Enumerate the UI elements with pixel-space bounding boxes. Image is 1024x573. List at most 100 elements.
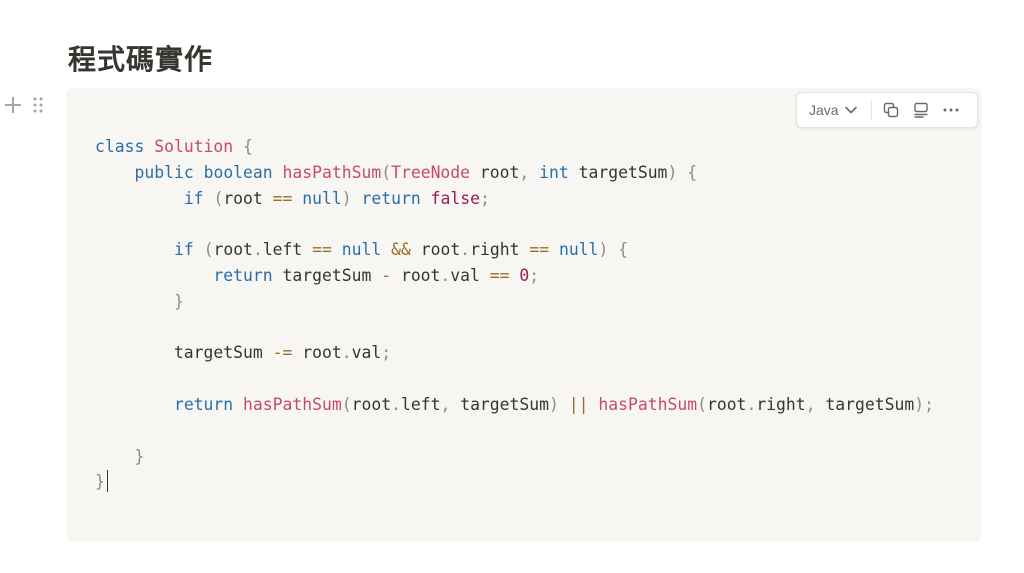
code-token (510, 266, 520, 285)
code-token (381, 240, 391, 259)
code-token (194, 240, 204, 259)
code-token: null (341, 240, 382, 260)
code-token: return (361, 188, 421, 208)
caption-button[interactable] (909, 98, 933, 122)
code-token (204, 189, 214, 208)
code-token (95, 266, 213, 285)
code-token: == (489, 265, 510, 285)
code-token: && (391, 240, 411, 260)
toolbar-divider (870, 100, 872, 120)
code-line: public boolean hasPathSum(TreeNode root,… (95, 160, 953, 186)
code-token: ) (914, 394, 925, 414)
code-token: boolean (203, 162, 273, 182)
code-token (292, 189, 302, 208)
code-token: == (272, 188, 293, 208)
code-token: ) (341, 188, 352, 208)
code-token: } (134, 446, 145, 466)
language-select[interactable]: Java (805, 98, 861, 122)
code-token: root (410, 240, 461, 260)
code-token: root (391, 265, 441, 285)
code-token: - (381, 265, 392, 285)
chevron-down-icon (844, 106, 857, 114)
code-token: left (400, 394, 441, 414)
code-token: . (460, 240, 471, 260)
code-token: == (529, 240, 550, 260)
code-token: root (223, 188, 273, 208)
language-label: Java (809, 102, 839, 118)
code-token: targetSum (450, 394, 550, 414)
code-token: public (134, 162, 194, 182)
code-token: , (519, 162, 530, 182)
drag-handle-icon[interactable] (32, 96, 44, 114)
code-token: } (173, 291, 184, 311)
code-token: return (213, 265, 273, 285)
code-token (589, 395, 599, 414)
code-token (95, 395, 174, 414)
code-token: ( (341, 394, 352, 414)
code-token: ( (213, 188, 224, 208)
code-line: ​ (95, 366, 953, 392)
code-token: if (173, 240, 194, 260)
code-token: . (391, 394, 401, 414)
code-token: targetSum (568, 162, 668, 182)
code-token: targetSum (272, 265, 382, 285)
code-token: root (706, 394, 747, 414)
code-token (95, 240, 174, 259)
code-token: } (95, 472, 105, 492)
copy-icon (884, 102, 899, 118)
code-token: hasPathSum (282, 162, 382, 182)
code-token (95, 163, 134, 182)
code-token (144, 137, 154, 156)
code-token: TreeNode (391, 162, 471, 182)
code-content[interactable]: class Solution { public boolean hasPathS… (95, 134, 953, 495)
code-token: val (351, 343, 382, 363)
code-token: . (252, 240, 263, 260)
code-token: , (805, 394, 816, 414)
code-token (421, 189, 431, 208)
more-icon (943, 108, 959, 112)
code-token (549, 240, 559, 259)
code-token: . (440, 265, 451, 285)
code-token: ) (598, 240, 609, 260)
code-line: ​ (95, 211, 953, 237)
code-line: } (95, 469, 953, 495)
code-token: hasPathSum (598, 394, 698, 414)
code-token: ) (549, 394, 559, 414)
code-token: || (568, 394, 589, 414)
code-token: null (302, 188, 342, 208)
code-token (95, 189, 184, 208)
code-token: == (312, 240, 332, 260)
code-token: false (430, 188, 480, 208)
block-handles (4, 96, 44, 114)
plus-icon[interactable] (4, 96, 22, 114)
code-token: ( (697, 394, 707, 414)
code-token: ; (924, 394, 934, 414)
code-token: class (95, 137, 145, 156)
code-token: targetSum (815, 394, 915, 414)
page-heading: 程式碼實作 (68, 43, 214, 76)
code-token: ( (381, 162, 392, 182)
more-button[interactable] (939, 98, 963, 122)
code-token: root (292, 343, 342, 363)
code-token (95, 447, 134, 466)
code-token: root (351, 394, 392, 414)
code-token (233, 395, 243, 414)
code-token: . (341, 343, 352, 363)
code-line: } (95, 289, 953, 315)
code-block[interactable]: Java class Solution { public boo (66, 88, 982, 542)
copy-button[interactable] (880, 98, 904, 122)
code-token: ; (529, 265, 540, 285)
code-token (332, 240, 342, 259)
code-token (233, 137, 243, 156)
code-token: 0 (519, 265, 530, 285)
caption-icon (914, 102, 928, 118)
code-token: { (618, 240, 629, 260)
code-token: root (470, 162, 520, 182)
code-token: root (213, 240, 253, 260)
code-token: if (183, 188, 204, 208)
code-line: ​ (95, 418, 953, 444)
code-token: left (262, 240, 313, 260)
code-token: right (756, 394, 806, 414)
code-token: right (470, 240, 530, 260)
code-token: targetSum (95, 343, 273, 363)
